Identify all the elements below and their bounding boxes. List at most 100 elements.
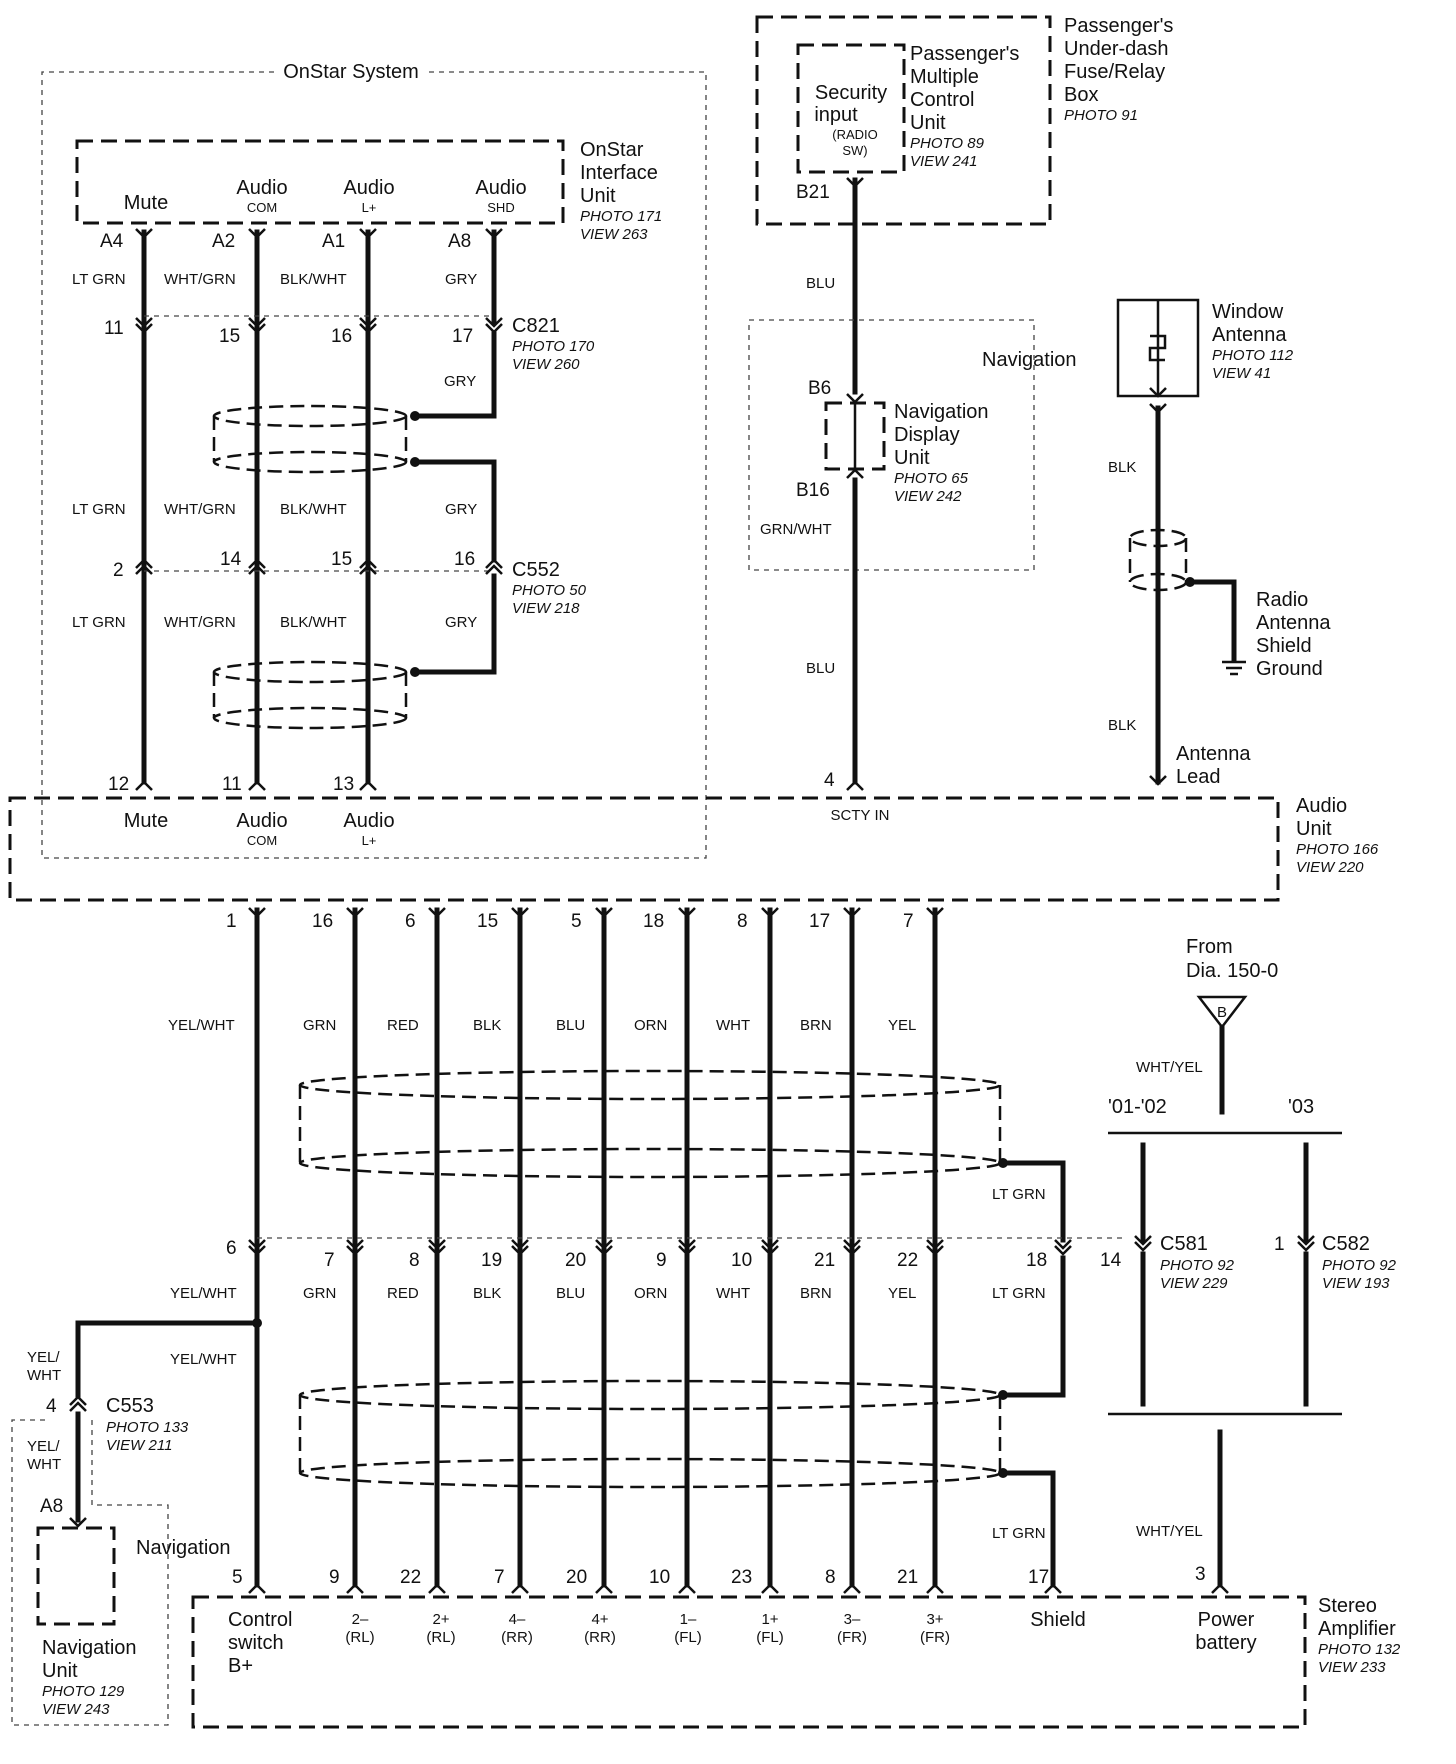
svg-text:COM: COM bbox=[247, 833, 277, 848]
amplifier-pin: 20 bbox=[566, 1567, 587, 1588]
wire-color-label: YEL/WHT bbox=[170, 1285, 237, 1302]
pin-a8: A8 bbox=[40, 1496, 63, 1517]
audio-unit-pin: 15 bbox=[477, 911, 498, 932]
svg-text:Lead: Lead bbox=[1176, 766, 1221, 788]
svg-text:PHOTO 65: PHOTO 65 bbox=[894, 470, 969, 487]
wire-color-label: YEL/ bbox=[27, 1438, 60, 1455]
terminal-1-plus: 1+ (FL) bbox=[756, 1611, 784, 1646]
svg-text:Display: Display bbox=[894, 424, 960, 446]
svg-text:PHOTO 92: PHOTO 92 bbox=[1160, 1257, 1235, 1274]
year-label: '01-'02 bbox=[1108, 1096, 1167, 1118]
svg-text:Unit: Unit bbox=[42, 1660, 78, 1682]
terminal-1-minus: 1– (FL) bbox=[674, 1611, 702, 1646]
wire-color-label: GRN bbox=[303, 1017, 336, 1034]
wire-color-label: LT GRN bbox=[72, 271, 126, 288]
connector-pin: 9 bbox=[656, 1250, 667, 1271]
navigation-dashed-area bbox=[748, 319, 1035, 571]
wire-color-label: WHT bbox=[716, 1285, 750, 1302]
wire-color-label: GRY bbox=[444, 373, 476, 390]
pin-a2: A2 bbox=[212, 231, 235, 252]
amplifier-pin: 23 bbox=[731, 1567, 752, 1588]
svg-text:switch: switch bbox=[228, 1632, 284, 1654]
navigation-label: Navigation bbox=[982, 349, 1077, 371]
c821-pin: 17 bbox=[452, 326, 473, 347]
audio-unit-pin: 13 bbox=[333, 774, 354, 795]
amplifier-pin: 21 bbox=[897, 1567, 918, 1588]
terminal-4-plus: 4+ (RR) bbox=[584, 1611, 616, 1646]
terminal-3-plus: 3+ (FR) bbox=[920, 1611, 950, 1646]
svg-text:(FL): (FL) bbox=[756, 1629, 784, 1646]
svg-text:Ground: Ground bbox=[1256, 658, 1323, 680]
wire-color-label: WHT/GRN bbox=[164, 271, 236, 288]
pin-a8: A8 bbox=[448, 231, 471, 252]
svg-text:2+: 2+ bbox=[432, 1611, 449, 1628]
onstar-system-label: OnStar System bbox=[283, 61, 419, 83]
wire-color-label: WHT/YEL bbox=[1136, 1059, 1203, 1076]
wire-color-label: LT GRN bbox=[992, 1525, 1046, 1542]
speaker-bus: 1 16 6 15 5 18 8 17 7 YEL/WHT GRN RED BL… bbox=[75, 907, 1229, 1594]
wire-color-label: BLU bbox=[806, 660, 835, 677]
svg-text:Unit: Unit bbox=[1296, 818, 1332, 840]
c581-pin: 14 bbox=[1100, 1250, 1122, 1271]
wire-color-label: BLK/WHT bbox=[280, 501, 347, 518]
audio-terminal-mute: Mute bbox=[124, 810, 168, 832]
amplifier-pin: 3 bbox=[1195, 1564, 1206, 1585]
audio-unit-pin: 7 bbox=[903, 911, 914, 932]
svg-text:SHD: SHD bbox=[487, 200, 514, 215]
wire-color-label: BLK/WHT bbox=[280, 614, 347, 631]
svg-text:2–: 2– bbox=[352, 1611, 369, 1628]
wire-color-label: GRN/WHT bbox=[760, 521, 832, 538]
navigation-label: Navigation bbox=[136, 1537, 231, 1559]
svg-text:(FR): (FR) bbox=[920, 1629, 950, 1646]
svg-text:Antenna: Antenna bbox=[1256, 612, 1331, 634]
terminal-2-minus: 2– (RL) bbox=[345, 1611, 374, 1646]
svg-text:VIEW 233: VIEW 233 bbox=[1318, 1659, 1386, 1676]
navigation-dashed-area bbox=[11, 1419, 169, 1726]
svg-text:battery: battery bbox=[1195, 1632, 1256, 1654]
terminal-audio-com: Audio bbox=[236, 177, 287, 199]
audio-unit-pin: 12 bbox=[108, 774, 129, 795]
svg-text:Passenger's: Passenger's bbox=[910, 43, 1019, 65]
svg-text:(RL): (RL) bbox=[345, 1629, 374, 1646]
c821-pin: 16 bbox=[331, 326, 352, 347]
svg-text:PHOTO 171: PHOTO 171 bbox=[580, 208, 662, 225]
audio-unit-pin: 4 bbox=[824, 770, 835, 791]
wire-color-label: RED bbox=[387, 1017, 419, 1034]
wire-color-label: YEL/WHT bbox=[170, 1351, 237, 1368]
twisted-pair-shield-2 bbox=[212, 660, 497, 730]
svg-text:PHOTO 92: PHOTO 92 bbox=[1322, 1257, 1397, 1274]
svg-text:1+: 1+ bbox=[761, 1611, 778, 1628]
wire-color-label: RED bbox=[387, 1285, 419, 1302]
wire-color-label: WHT/GRN bbox=[164, 501, 236, 518]
amplifier-pin: 9 bbox=[329, 1567, 340, 1588]
audio-unit-pin: 6 bbox=[405, 911, 416, 932]
c821-label: C821 PHOTO 170 VIEW 260 bbox=[512, 315, 595, 373]
wire-color-label: LT GRN bbox=[992, 1186, 1046, 1203]
wire-color-label: WHT/YEL bbox=[1136, 1523, 1203, 1540]
terminal-control-switch: Control switch B+ bbox=[228, 1609, 292, 1677]
reference-letter: B bbox=[1217, 1004, 1227, 1021]
wire-color-label: LT GRN bbox=[992, 1285, 1046, 1302]
pin-b6: B6 bbox=[808, 378, 831, 399]
c552-pin: 14 bbox=[220, 549, 242, 570]
svg-text:PHOTO 170: PHOTO 170 bbox=[512, 338, 595, 355]
twisted-pair-shield-1 bbox=[212, 404, 497, 474]
audio-terminal-com: Audio bbox=[236, 810, 287, 832]
svg-text:(RL): (RL) bbox=[426, 1629, 455, 1646]
svg-text:PHOTO 129: PHOTO 129 bbox=[42, 1683, 125, 1700]
svg-text:Unit: Unit bbox=[894, 447, 930, 469]
audio-unit-pin: 8 bbox=[737, 911, 748, 932]
svg-text:VIEW 241: VIEW 241 bbox=[910, 153, 978, 170]
svg-text:Window: Window bbox=[1212, 301, 1284, 323]
amplifier-pin: 22 bbox=[400, 1567, 421, 1588]
terminal-audio-l: Audio bbox=[343, 177, 394, 199]
terminal-shield: Shield bbox=[1030, 1609, 1086, 1631]
pin-b16: B16 bbox=[796, 480, 830, 501]
connector-pin: 10 bbox=[731, 1250, 752, 1271]
wire-color-label: GRY bbox=[445, 271, 477, 288]
audio-unit-pin: 11 bbox=[222, 774, 242, 795]
wire-color-label: LT GRN bbox=[72, 501, 126, 518]
svg-text:Navigation: Navigation bbox=[42, 1637, 137, 1659]
c552-pin: 16 bbox=[454, 549, 475, 570]
svg-text:(RADIO: (RADIO bbox=[832, 127, 878, 142]
